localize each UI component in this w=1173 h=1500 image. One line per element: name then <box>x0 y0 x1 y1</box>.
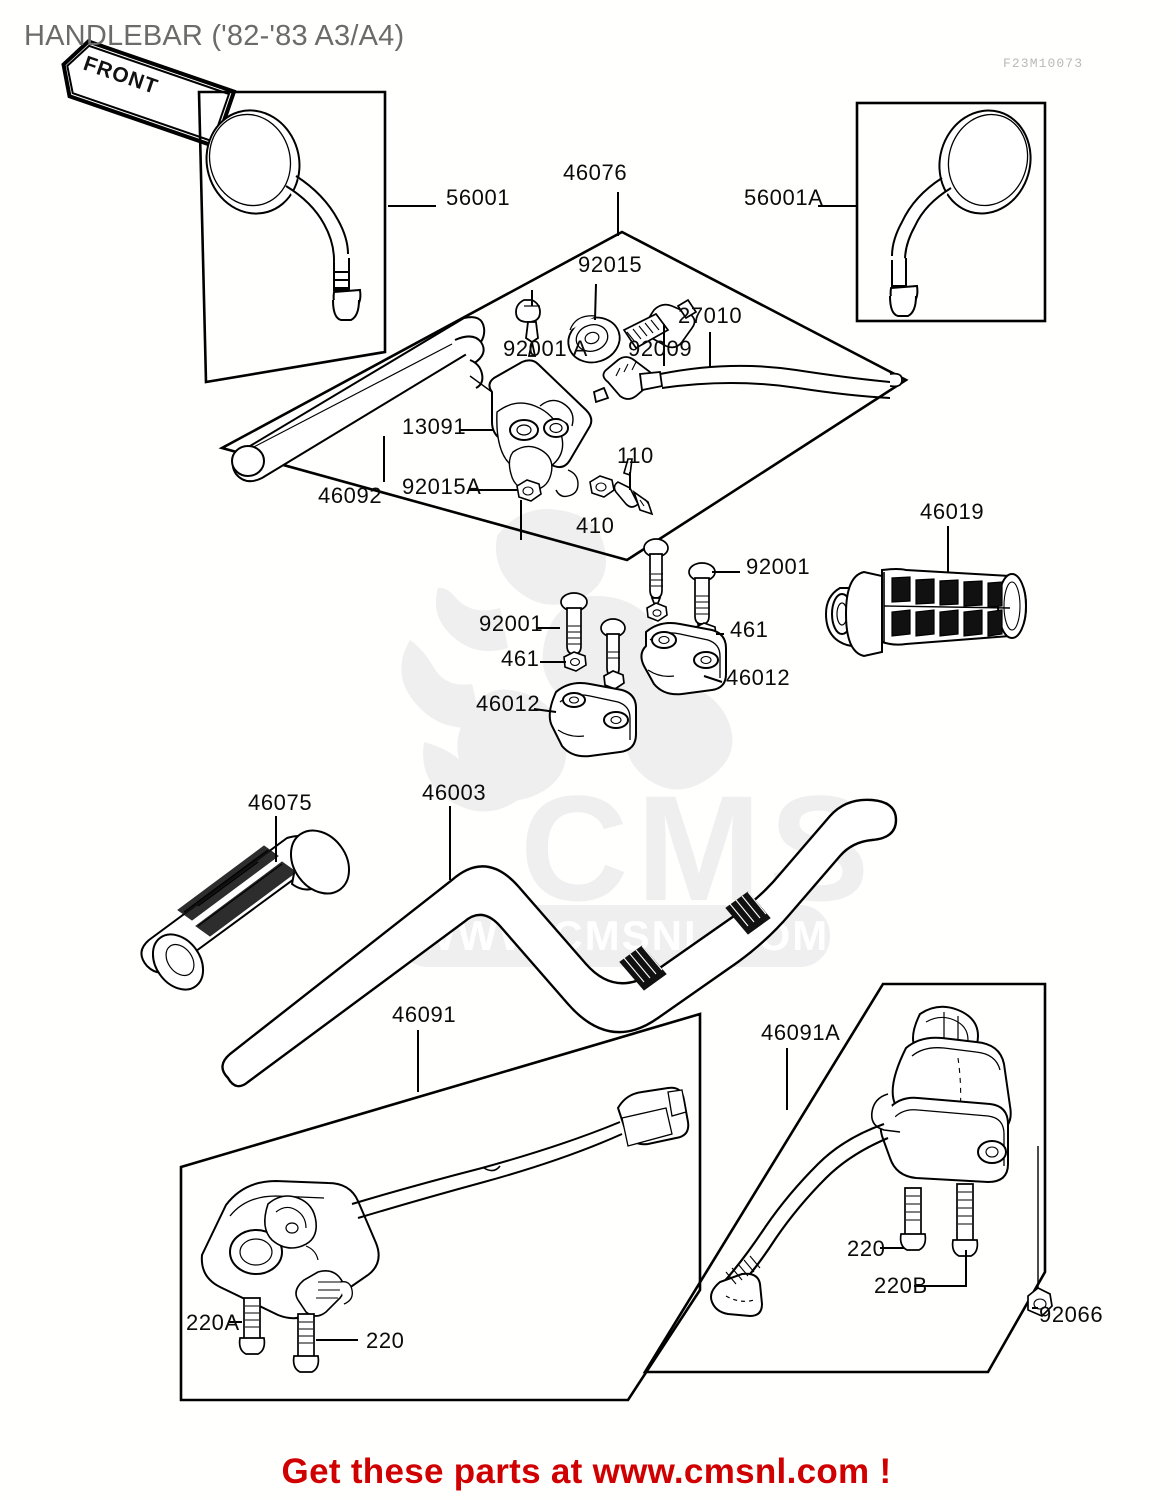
callout-220-left: 220 <box>366 1328 405 1353</box>
front-arrow-badge <box>61 39 237 149</box>
clamp-right-part <box>640 622 727 696</box>
screw-220b-part <box>951 1183 979 1257</box>
panel-master-cylinder <box>218 230 909 562</box>
clamp-left-part <box>548 682 637 758</box>
screw-220-left-part <box>292 1313 320 1373</box>
callout-92015: 92015 <box>578 252 643 277</box>
switch-housing-left-part <box>200 1086 690 1320</box>
screw-220a-part <box>238 1297 266 1355</box>
bolt-center-upper-part <box>643 538 669 611</box>
callout-46076: 46076 <box>563 160 628 185</box>
bolt-center-lower-part <box>600 618 626 691</box>
callout-46003: 46003 <box>422 780 487 805</box>
nut-92015-part <box>567 315 621 364</box>
callout-461-right: 461 <box>730 617 769 642</box>
bolt-110-part <box>613 458 654 516</box>
callout-410: 410 <box>576 513 615 538</box>
brake-switch-part <box>592 356 903 404</box>
callout-46019: 46019 <box>920 499 985 524</box>
brake-lever-part <box>231 316 486 483</box>
callout-92015a: 92015A <box>402 474 482 499</box>
nut-92015a-part <box>516 479 542 502</box>
plug-92066-part <box>1027 1146 1053 1318</box>
leader-lines <box>228 192 1038 1341</box>
panel-switch-left <box>179 1012 702 1402</box>
callout-56001a: 56001A <box>744 185 824 210</box>
callout-56001: 56001 <box>446 185 511 210</box>
washer-410-part <box>589 475 615 498</box>
panel-mirror-right <box>855 101 1047 323</box>
screw-220-right-part <box>899 1187 927 1251</box>
callout-92009: 92009 <box>628 336 693 361</box>
washer-center-part <box>646 602 668 622</box>
panel-master-cylinder-right <box>642 982 1047 1374</box>
holder-part <box>469 359 593 498</box>
left-grip-part <box>140 829 351 991</box>
callout-461-left: 461 <box>501 646 540 671</box>
reference-code: F23M10073 <box>1003 56 1084 71</box>
callout-92001-left: 92001 <box>479 611 544 636</box>
footer-promo-text: Get these parts at www.cmsnl.com ! <box>281 1452 892 1491</box>
callout-46012-right: 46012 <box>726 665 791 690</box>
callout-92001a: 92001 A <box>503 336 588 361</box>
screw-92009-part <box>622 298 698 350</box>
page-title: HANDLEBAR ('82-'83 A3/A4) <box>24 20 405 52</box>
panel-mirror-left <box>197 90 387 384</box>
bolt-right-92001-part <box>688 562 716 639</box>
callout-46012-left: 46012 <box>476 691 541 716</box>
callout-46075: 46075 <box>248 790 313 815</box>
master-cylinder-right-part <box>710 1005 1012 1318</box>
callout-220-right: 220 <box>847 1236 886 1261</box>
washer-left-461-part <box>563 651 587 672</box>
callout-27010: 27010 <box>678 303 743 328</box>
callout-92001-right: 92001 <box>746 554 811 579</box>
callout-13091: 13091 <box>402 414 467 439</box>
mirror-left-part <box>205 109 362 321</box>
callout-46091: 46091 <box>392 1002 457 1027</box>
throttle-grip-part <box>824 568 1028 658</box>
handlebar-part <box>221 798 898 1088</box>
mirror-right-part <box>889 109 1032 317</box>
callout-220a: 220A <box>186 1310 240 1335</box>
callout-220b: 220B <box>874 1273 928 1298</box>
callout-46092: 46092 <box>318 483 383 508</box>
callout-92066: 92066 <box>1039 1302 1104 1327</box>
callout-46091a: 46091A <box>761 1020 841 1045</box>
callout-110: 110 <box>617 443 654 468</box>
